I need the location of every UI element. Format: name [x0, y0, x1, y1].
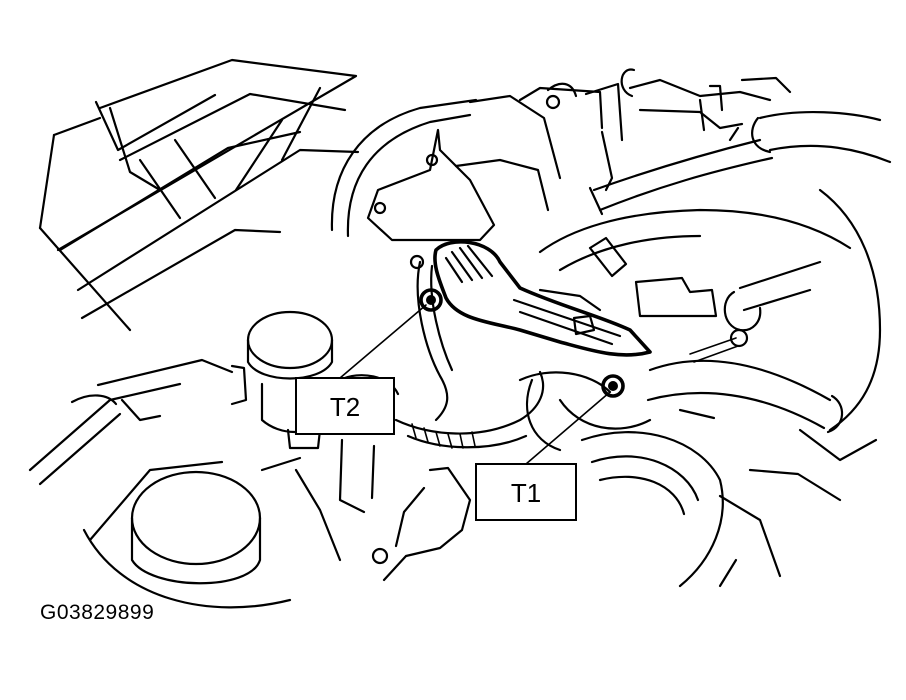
lower-left-tank — [28, 382, 342, 609]
wrench-tool — [433, 240, 652, 357]
callout-t2-box — [295, 377, 395, 435]
figure-id-label: G03829899 — [40, 601, 155, 624]
callout-t2-label: T2 — [330, 392, 360, 422]
upper-right-hose — [588, 68, 892, 216]
lower-right-pipe — [580, 408, 878, 588]
upper-bracket — [330, 82, 624, 242]
t2-leader-line — [339, 304, 427, 379]
lower-bolt — [601, 374, 625, 398]
callout-t1: T1 — [475, 463, 577, 521]
t1-leader-line — [525, 391, 611, 465]
cable-harness — [394, 254, 545, 449]
callout-t1-box — [475, 463, 577, 521]
left-frame-member — [38, 58, 360, 387]
right-intake-housing — [538, 188, 882, 434]
callout-t2: T2 — [295, 377, 395, 435]
callout-t1-label: T1 — [511, 478, 541, 508]
